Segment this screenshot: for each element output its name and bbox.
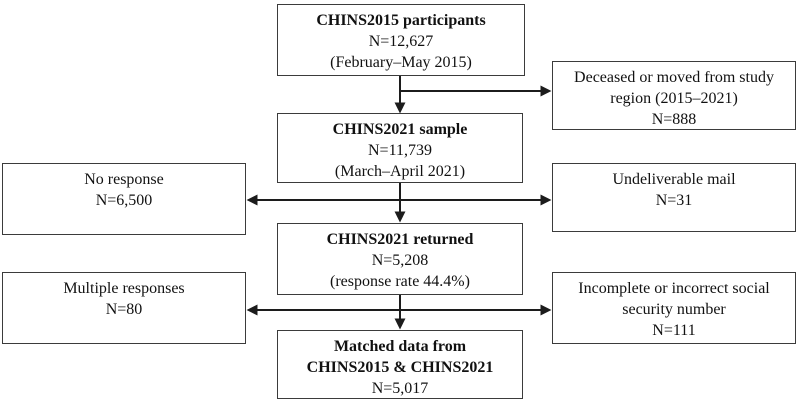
box-note: (March–April 2021): [334, 163, 466, 180]
box-n-value: N=888: [651, 111, 697, 128]
box-title: CHINS2015 & CHINS2021: [306, 359, 494, 376]
box-chins2021-sample: CHINS2021 sample N=11,739 (March–April 2…: [277, 113, 523, 183]
box-text: Deceased or moved from study: [574, 69, 774, 86]
box-note: (February–May 2015): [330, 54, 472, 71]
box-text: Multiple responses: [63, 280, 185, 297]
box-n-value: N=5,208: [371, 252, 429, 269]
box-matched-data: Matched data from CHINS2015 & CHINS2021 …: [277, 330, 523, 399]
box-n-value: N=31: [655, 192, 693, 209]
box-chins2015-participants: CHINS2015 participants N=12,627 (Februar…: [277, 4, 525, 76]
box-multiple-responses: Multiple responses N=80: [2, 272, 246, 344]
box-n-value: N=6,500: [95, 192, 153, 209]
box-text: security number: [622, 301, 726, 318]
box-chins2021-returned: CHINS2021 returned N=5,208 (response rat…: [277, 223, 523, 295]
box-n-value: N=5,017: [371, 380, 429, 397]
box-n-value: N=12,627: [368, 33, 434, 50]
box-text: region (2015–2021): [610, 90, 738, 107]
box-note: (response rate 44.4%): [330, 273, 470, 290]
box-text: No response: [84, 171, 164, 188]
box-title: CHINS2021 sample: [332, 121, 468, 138]
box-no-response: No response N=6,500: [2, 163, 246, 235]
box-undeliverable-mail: Undeliverable mail N=31: [552, 163, 796, 232]
box-incomplete-ssn: Incomplete or incorrect social security …: [552, 272, 796, 344]
box-title: CHINS2015 participants: [316, 12, 486, 29]
box-title: Matched data from: [333, 338, 467, 355]
box-title: CHINS2021 returned: [326, 231, 474, 248]
box-n-value: N=111: [652, 322, 696, 339]
box-n-value: N=11,739: [368, 142, 432, 159]
box-text: Incomplete or incorrect social: [578, 280, 770, 297]
box-n-value: N=80: [105, 301, 143, 318]
box-text: Undeliverable mail: [612, 171, 736, 188]
box-deceased-or-moved: Deceased or moved from study region (201…: [552, 61, 796, 130]
